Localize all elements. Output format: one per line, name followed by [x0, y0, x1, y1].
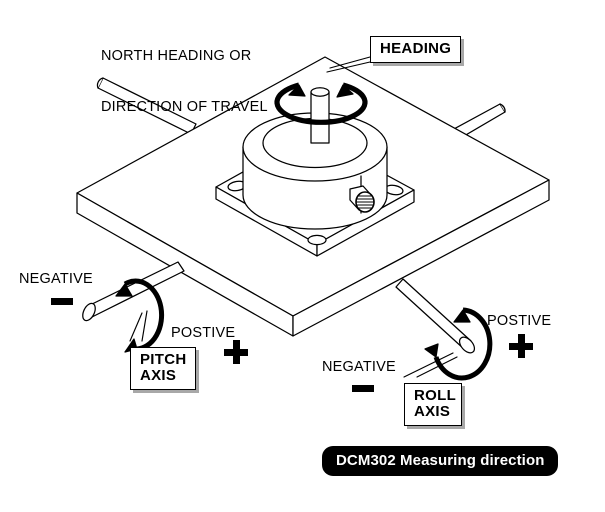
hatched-connector-icon [349, 185, 375, 213]
leader-pitch [129, 312, 143, 342]
leader-lines [129, 56, 458, 378]
pitch-rod-end-cap [82, 302, 96, 322]
callout-heading-label: HEADING [380, 40, 452, 57]
pitch-rotation-arrow-icon [115, 278, 165, 353]
callout-heading[interactable]: HEADING [370, 36, 462, 63]
roll-plus-sign-icon [509, 334, 533, 358]
leader-heading [329, 56, 371, 69]
pitch-rod-near-segment [82, 261, 185, 322]
north-heading-note-line2: DIRECTION OF TRAVEL [101, 99, 268, 115]
heading-shaft [310, 87, 330, 144]
roll-rod-near-segment [395, 278, 476, 354]
leader-heading-2 [326, 61, 371, 73]
roll-positive-label: POSTIVE [487, 313, 552, 329]
north-heading-note-line1: NORTH HEADING OR [101, 48, 252, 64]
sensor-assembly [215, 82, 415, 257]
figure-caption-text: DCM302 Measuring direction [336, 452, 545, 469]
pitch-positive-label: POSTIVE [171, 325, 236, 341]
roll-minus-sign-icon [352, 385, 374, 392]
pitch-minus-sign-icon [51, 298, 73, 305]
north-heading-note: NORTH HEADING OR DIRECTION OF TRAVEL [101, 14, 268, 150]
pitch-negative-label: NEGATIVE [19, 271, 93, 287]
callout-roll-axis-line1: ROLL [414, 387, 457, 404]
pitch-plus-sign-icon [224, 340, 248, 364]
callout-roll-axis[interactable]: ROLL AXIS [404, 383, 462, 426]
leader-roll [403, 352, 454, 378]
leader-pitch-2 [141, 310, 148, 342]
roll-rotation-arrow-icon [424, 307, 493, 381]
roll-rod-end-cap [458, 336, 476, 354]
roll-negative-label: NEGATIVE [322, 359, 396, 375]
heading-rotation-arrow-icon [274, 82, 368, 125]
callout-pitch-axis[interactable]: PITCH AXIS [130, 347, 196, 390]
bolt-hole [307, 234, 327, 246]
callout-pitch-axis-line2: AXIS [140, 367, 177, 384]
callout-pitch-axis-line1: PITCH [140, 351, 187, 368]
callout-roll-axis-line2: AXIS [414, 403, 451, 420]
figure-caption: DCM302 Measuring direction [322, 446, 559, 476]
leader-roll-2 [416, 356, 458, 378]
